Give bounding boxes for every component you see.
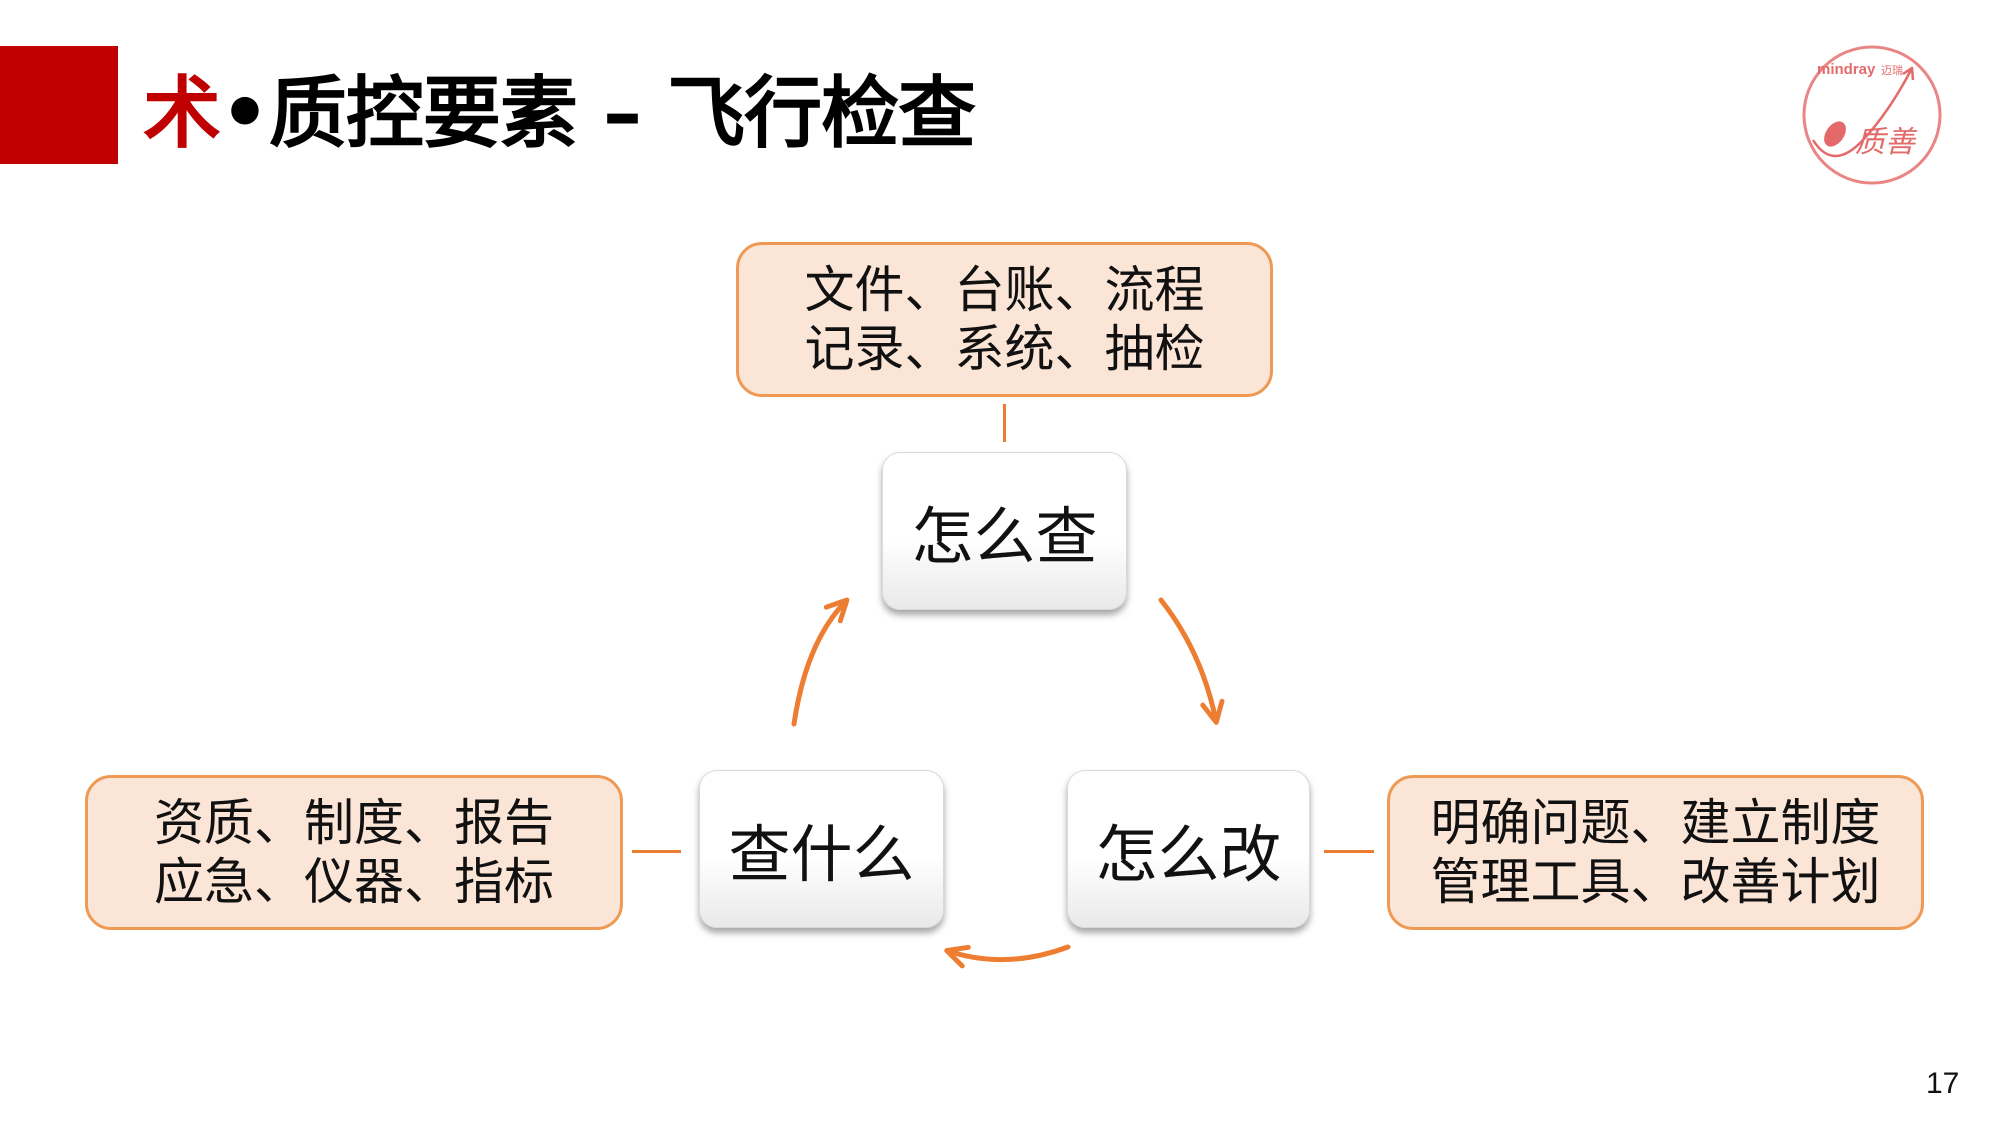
how-to-fix-details-box: 明确问题、建立制度 管理工具、改善计划	[1387, 775, 1924, 930]
what-to-check-detail-line-2: 应急、仪器、指标	[154, 852, 554, 911]
logo-swoosh	[1811, 69, 1913, 158]
logo-ring	[1802, 45, 1942, 185]
logo-brand-text: mindray	[1817, 61, 1876, 78]
title-main-text: •质控要素 – 飞行检查	[220, 69, 976, 159]
how-to-check-details-box: 文件、台账、流程 记录、系统、抽检	[736, 242, 1273, 397]
logo-mark-text: 质善	[1855, 125, 1918, 160]
how-to-fix-detail-line-1: 明确问题、建立制度	[1430, 793, 1881, 852]
node-how-to-fix: 怎么改	[1067, 770, 1310, 928]
mindray-logo: mindray 迈瑞 质善	[1802, 45, 1942, 185]
arrow-how-to-fix-to-what-to-check	[944, 944, 1071, 969]
title-accent-text: 术	[143, 69, 221, 159]
what-to-check-detail-line-1: 资质、制度、报告	[154, 793, 554, 852]
title-accent-block	[0, 46, 118, 164]
how-to-fix-detail-line-2: 管理工具、改善计划	[1430, 852, 1881, 911]
node-how-to-check: 怎么查	[882, 452, 1127, 610]
node-how-to-check-label: 怎么查	[911, 500, 1098, 573]
logo-swoosh-arrow-icon	[1902, 66, 1915, 81]
node-how-to-fix-label: 怎么改	[1095, 818, 1282, 891]
page-number: 17	[1926, 1067, 1960, 1100]
connector-how-to-fix	[1324, 850, 1374, 853]
node-what-to-check: 查什么	[699, 770, 944, 928]
how-to-check-detail-line-1: 文件、台账、流程	[804, 260, 1205, 319]
arrow-how-to-check-to-how-to-fix	[1158, 597, 1225, 725]
slide-title: 术•质控要素 – 飞行检查	[143, 66, 976, 162]
how-to-check-detail-line-2: 记录、系统、抽检	[804, 319, 1205, 378]
connector-how-to-check	[1003, 404, 1006, 442]
logo-brand-cn-text: 迈瑞	[1881, 63, 1903, 77]
arrow-what-to-check-to-how-to-check	[791, 597, 850, 727]
connector-what-to-check	[632, 850, 681, 853]
logo-figure-icon	[1824, 121, 1846, 147]
what-to-check-details-box: 资质、制度、报告 应急、仪器、指标	[85, 775, 623, 930]
node-what-to-check-label: 查什么	[728, 818, 915, 891]
